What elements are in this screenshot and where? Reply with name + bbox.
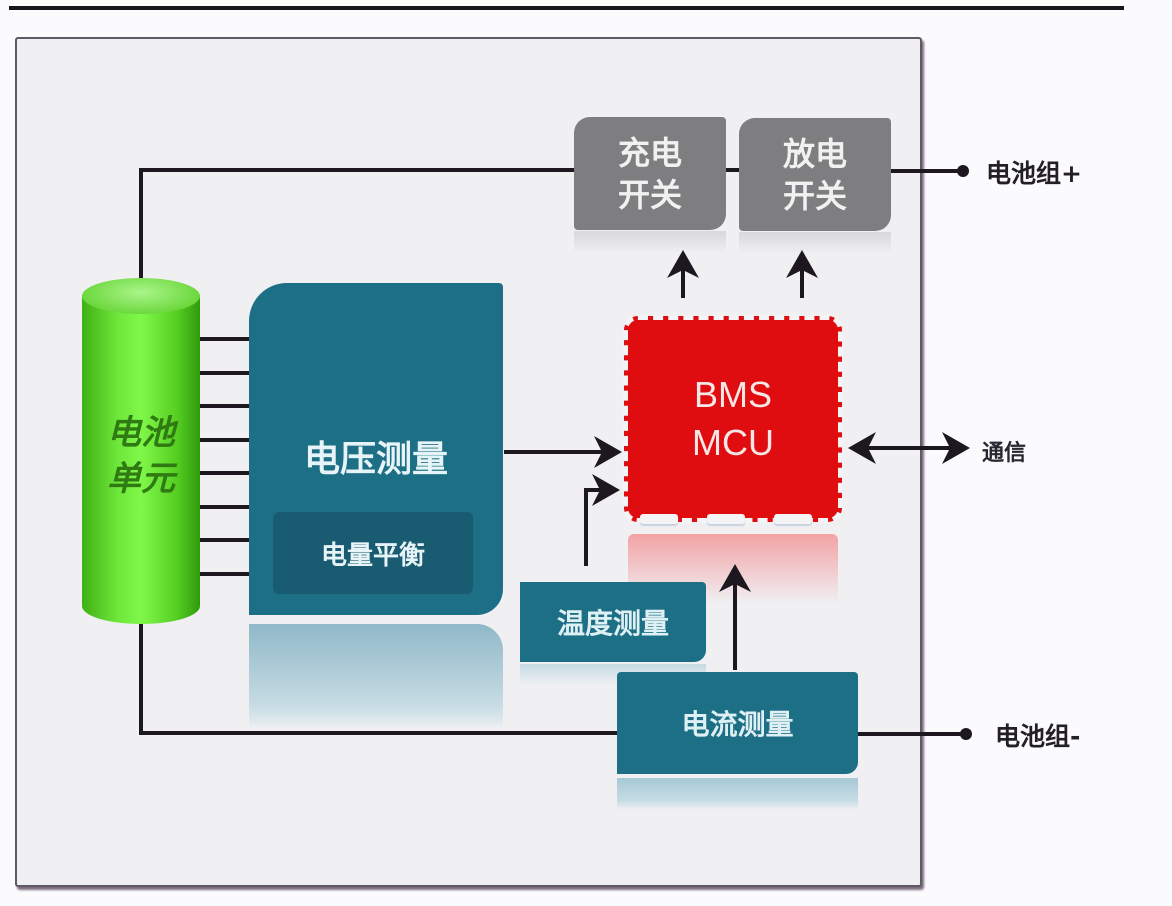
- pack-positive-label: 电池组+: [986, 159, 1082, 188]
- battery-cell-top: [82, 278, 200, 314]
- cell-tap-wire: [200, 404, 250, 408]
- terminal-positive: [957, 165, 969, 177]
- discharge-switch-reflection: [739, 232, 891, 254]
- mcu-pin: [640, 514, 678, 524]
- voltage-measurement-reflection: [249, 624, 503, 729]
- cell-tap-wire: [200, 370, 250, 375]
- cell-balancing-block: 电量平衡: [273, 512, 473, 594]
- battery-cell: [82, 295, 200, 605]
- wire-negative-out: [856, 732, 964, 736]
- wire-positive-out: [890, 169, 962, 173]
- wire-between-switches: [726, 168, 740, 172]
- wire-negative-vertical: [139, 618, 143, 735]
- current-measurement-reflection: [617, 778, 858, 810]
- arrow-temperature-to-mcu: [584, 474, 620, 566]
- cell-tap-wire: [200, 337, 250, 341]
- communication-label: 通信: [982, 441, 1027, 466]
- cell-tap-wire: [200, 504, 250, 509]
- mcu-pin: [774, 514, 812, 524]
- mcu-pin: [707, 514, 745, 524]
- discharge-switch: 放电 开关: [739, 118, 891, 231]
- charge-switch: 充电 开关: [574, 117, 726, 230]
- cell-tap-wire: [200, 538, 250, 542]
- cell-tap-wire: [200, 437, 250, 442]
- battery-cell-label: 电池 单元: [107, 413, 175, 499]
- wire-positive-horizontal: [139, 168, 576, 172]
- temperature-measurement-block: 温度测量: [520, 582, 706, 662]
- terminal-negative: [960, 728, 972, 740]
- charge-switch-reflection: [574, 231, 726, 253]
- cell-tap-wire: [200, 471, 250, 475]
- pack-negative-label: 电池组-: [995, 722, 1081, 751]
- voltage-measurement-label: 电压测量: [303, 439, 448, 480]
- top-rule: [9, 6, 1124, 10]
- wire-negative-horizontal: [139, 731, 619, 735]
- bms-mcu-chip: BMS MCU: [623, 315, 843, 523]
- cell-tap-wire: [200, 571, 250, 576]
- current-measurement-block: 电流测量: [617, 672, 858, 774]
- wire-positive-vertical: [139, 169, 143, 281]
